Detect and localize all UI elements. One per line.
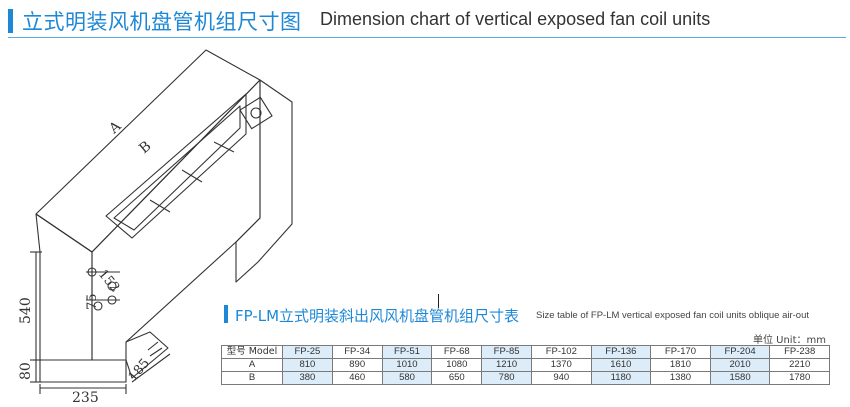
header-cell: FP-85 [481, 345, 532, 359]
table-cell: 580 [381, 371, 433, 385]
header-cell: FP-68 [431, 345, 483, 359]
table-cell: 380 [282, 371, 333, 385]
dim-label-185: 185 [126, 356, 153, 385]
grille-frame [105, 93, 247, 239]
table-title-english: Size table of FP-LM vertical exposed fan… [536, 310, 809, 321]
table-cell: 1210 [481, 358, 532, 372]
unit-base [39, 359, 127, 383]
table-cell: 1370 [530, 358, 592, 372]
dim-label-152: 152 [95, 267, 122, 296]
header-cell: FP-136 [590, 345, 652, 359]
header-cell: FP-170 [650, 345, 711, 359]
table-cell: 940 [530, 371, 592, 385]
table-row: A 810 890 1010 1080 1210 1370 1610 1810 … [221, 358, 830, 372]
pipe-connection-2 [107, 281, 117, 291]
table-cell: A [221, 358, 283, 372]
header-cell: FP-51 [381, 345, 433, 359]
pipe-connection-4 [93, 301, 103, 311]
table-row: B 380 460 580 650 780 940 1180 1380 1580… [221, 371, 830, 385]
control-knob [250, 107, 262, 119]
size-table: 型号 Model FP-25 FP-34 FP-51 FP-68 FP-85 F… [221, 345, 830, 385]
unit-note: 单位 Unit：mm [752, 335, 826, 346]
table-title-accent-bar [224, 305, 228, 323]
table-cell: 1380 [650, 371, 711, 385]
table-cell: 1080 [431, 358, 483, 372]
header-cell: FP-204 [709, 345, 771, 359]
grille-inner [113, 105, 241, 231]
table-cell: 1780 [769, 371, 830, 385]
table-title-chinese: FP-LM立式明装斜出风风机盘管机组尺寸表 [235, 307, 520, 325]
dim-label-235: 235 [72, 390, 99, 406]
header-cell: FP-25 [282, 345, 333, 359]
text-cursor [438, 294, 439, 308]
table-cell: B [221, 371, 283, 385]
table-cell: 2210 [769, 358, 830, 372]
dim-label-540: 540 [18, 297, 34, 324]
page-title-chinese: 立式明装风机盘管机组尺寸图 [22, 10, 302, 34]
header-cell: FP-34 [331, 345, 383, 359]
table-cell: 1580 [709, 371, 771, 385]
table-cell: 1810 [650, 358, 711, 372]
table-header-row: 型号 Model FP-25 FP-34 FP-51 FP-68 FP-85 F… [221, 345, 830, 359]
oblique-outlet [125, 331, 169, 379]
table-cell: 810 [282, 358, 333, 372]
unit-left-side [35, 213, 93, 361]
table-cell: 1610 [590, 358, 652, 372]
dim-label-a: A [106, 118, 125, 138]
header-rule [8, 37, 846, 38]
table-cell: 780 [481, 371, 532, 385]
dim-label-b: B [136, 138, 154, 157]
table-cell: 1180 [590, 371, 652, 385]
title-accent-bar [8, 9, 13, 33]
unit-right-face [235, 79, 293, 283]
table-cell: 650 [431, 371, 483, 385]
fan-coil-dimension-drawing: A B 152 75 540 80 235 185 [18, 49, 293, 406]
header-cell: 型号 Model [221, 345, 283, 359]
table-cell: 460 [331, 371, 383, 385]
header: 立式明装风机盘管机组尺寸图 Dimension chart of vertica… [0, 0, 850, 40]
dim-label-75: 75 [85, 293, 100, 310]
page-title-english: Dimension chart of vertical exposed fan … [320, 9, 711, 29]
table-cell: 1010 [381, 358, 433, 372]
header-cell: FP-102 [530, 345, 592, 359]
table-cell: 890 [331, 358, 383, 372]
table-cell: 2010 [709, 358, 771, 372]
header-cell: FP-238 [769, 345, 830, 359]
dim-label-80: 80 [18, 362, 34, 380]
control-panel [239, 96, 273, 130]
